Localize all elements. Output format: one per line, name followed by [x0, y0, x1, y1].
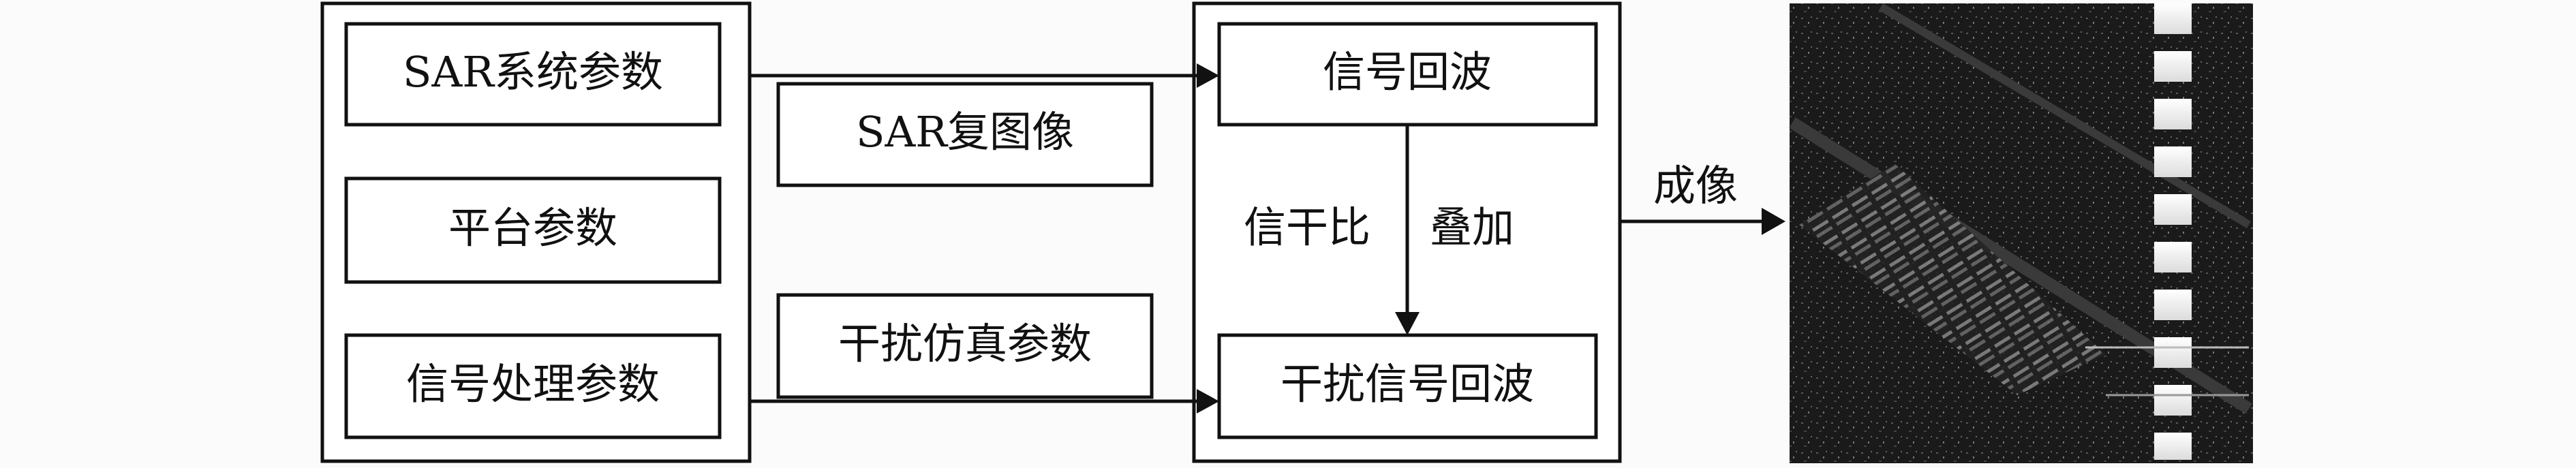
signal-processing-params-label: 信号处理参数: [406, 359, 660, 409]
sar-complex-image-box: SAR复图像: [776, 82, 1154, 187]
arrow-params-to-jam-echo: [750, 389, 1219, 414]
sar-output-image: [1789, 3, 2253, 463]
platform-params-box: 平台参数: [344, 176, 722, 284]
overlay-label: 叠加: [1430, 202, 1514, 252]
jamming-echo-box: 干扰信号回波: [1217, 333, 1598, 439]
signal-echo-box: 信号回波: [1217, 22, 1598, 127]
arrow-imaging: [1620, 208, 1785, 235]
jamming-stripe: [2154, 3, 2192, 460]
arrow-params-to-echo: [750, 63, 1219, 88]
sar-system-params-label: SAR系统参数: [403, 47, 663, 97]
signal-processing-params-box: 信号处理参数: [344, 333, 722, 439]
jamming-sim-params-box: 干扰仿真参数: [776, 293, 1154, 399]
jamming-echo-label: 干扰信号回波: [1281, 359, 1534, 409]
imaging-label: 成像: [1653, 161, 1738, 210]
sir-label: 信干比: [1244, 202, 1370, 252]
jamming-sim-params-label: 干扰仿真参数: [838, 319, 1092, 369]
arrow-echo-to-jam-echo: [1395, 125, 1420, 335]
signal-echo-label: 信号回波: [1323, 47, 1492, 97]
sar-system-params-box: SAR系统参数: [344, 22, 722, 127]
sar-complex-image-label: SAR复图像: [856, 107, 1074, 157]
platform-params-label: 平台参数: [448, 203, 617, 253]
